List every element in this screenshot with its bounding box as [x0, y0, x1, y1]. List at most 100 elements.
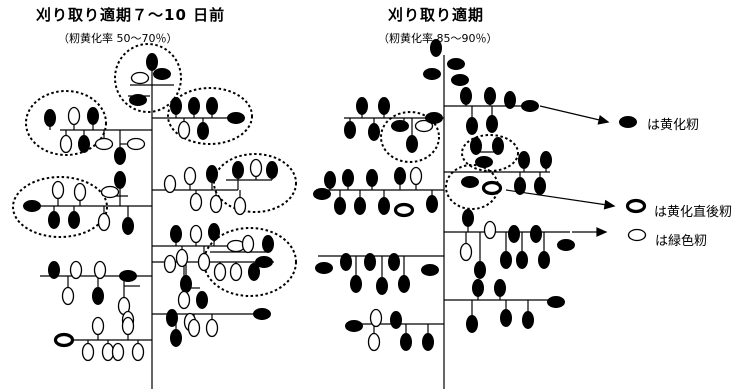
green-grain — [67, 106, 81, 126]
right-panel-title: 刈り取り適期 — [388, 6, 485, 24]
yellowed-grain — [430, 39, 442, 57]
green-grain — [61, 286, 75, 306]
green-grain — [483, 220, 497, 240]
green-grain — [51, 180, 65, 200]
green-grain — [81, 342, 95, 362]
yellowed-grain — [334, 197, 346, 215]
green-grain — [369, 308, 383, 328]
yellowed-grain — [425, 112, 443, 124]
yellowed-grain — [398, 275, 410, 293]
yellowed-grain — [78, 135, 90, 153]
green-grain — [241, 234, 255, 254]
yellowed-grain — [547, 296, 565, 308]
yellowed-grain — [227, 112, 245, 124]
yellowed-grain — [534, 177, 546, 195]
yellowed-grain — [87, 107, 99, 125]
yellowed-grain — [516, 251, 528, 269]
yellowed-grain — [364, 253, 376, 271]
green-grain — [414, 119, 434, 133]
green-grain — [121, 316, 135, 336]
highlight-circle-2 — [167, 87, 253, 145]
right-panel-subtitle: （籾黄化率 85〜90％） — [378, 32, 498, 45]
yellowed-grain — [48, 261, 60, 279]
yellowed-grain — [340, 253, 352, 271]
green-grain — [249, 158, 263, 178]
arrowhead-3 — [596, 227, 608, 237]
yellowed-grain — [530, 225, 542, 243]
yellowed-grain — [262, 235, 274, 253]
green-grain — [94, 137, 114, 151]
green-grain — [175, 248, 189, 268]
yellowed-grain — [196, 291, 208, 309]
just-yellowed-grain — [393, 202, 415, 218]
green-grain — [183, 166, 197, 186]
yellowed-grain — [500, 251, 512, 269]
yellowed-grain — [208, 223, 220, 241]
yellowed-grain — [166, 309, 178, 327]
yellowed-grain — [23, 200, 41, 212]
green-grain — [126, 137, 146, 151]
yellowed-grain — [540, 151, 552, 169]
yellowed-grain — [522, 311, 534, 329]
yellowed-grain — [68, 211, 80, 229]
yellowed-grain — [619, 116, 637, 128]
yellowed-grain — [114, 147, 126, 165]
yellowed-grain — [146, 53, 158, 71]
yellowed-grain — [518, 151, 530, 169]
highlight-circle-3 — [25, 90, 107, 156]
yellowed-grain — [376, 277, 388, 295]
highlight-circle-1 — [114, 43, 182, 113]
yellowed-grain — [342, 169, 354, 187]
green-grain — [409, 166, 423, 186]
green-grain — [177, 290, 191, 310]
yellowed-grain — [462, 209, 474, 227]
green-grain — [93, 260, 107, 280]
green-grain — [163, 174, 177, 194]
yellowed-grain — [492, 137, 504, 155]
yellowed-grain — [350, 275, 362, 293]
green-grain — [100, 185, 120, 199]
left-panel-title: 刈り取り適期７〜10 日前 — [36, 6, 226, 24]
highlight-circle-5 — [12, 176, 108, 238]
highlight-circle-4 — [213, 153, 297, 213]
yellowed-grain — [122, 217, 134, 235]
green-grain — [189, 224, 203, 244]
yellowed-grain — [460, 87, 472, 105]
yellowed-grain — [494, 279, 506, 297]
yellowed-grain — [378, 97, 390, 115]
yellowed-grain — [368, 123, 380, 141]
green-grain — [213, 262, 227, 282]
green-grain — [627, 228, 647, 242]
yellowed-grain — [170, 329, 182, 347]
yellowed-grain — [255, 256, 273, 268]
yellowed-grain — [378, 197, 390, 215]
yellowed-grain — [119, 270, 137, 282]
yellowed-grain — [180, 275, 192, 293]
yellowed-grain — [521, 100, 539, 112]
green-grain — [111, 342, 125, 362]
green-grain — [177, 120, 191, 140]
yellowed-grain — [356, 97, 368, 115]
yellowed-grain — [447, 58, 465, 70]
yellowed-grain — [114, 171, 126, 189]
yellowed-grain — [508, 225, 520, 243]
yellowed-grain — [266, 161, 278, 179]
yellowed-grain — [92, 287, 104, 305]
legend-green-label: は緑色籾 — [655, 234, 708, 249]
green-grain — [91, 316, 105, 336]
yellowed-grain — [248, 263, 260, 281]
yellowed-grain — [153, 68, 171, 80]
yellowed-grain — [451, 74, 469, 86]
yellowed-grain — [354, 197, 366, 215]
legend-yellowed-label: は黄化籾 — [647, 118, 700, 133]
green-grain — [229, 262, 243, 282]
green-grain — [205, 318, 219, 338]
arrowhead-2 — [603, 199, 616, 210]
yellowed-grain — [421, 264, 439, 276]
yellowed-grain — [366, 169, 378, 187]
yellowed-grain — [470, 137, 482, 155]
green-grain — [459, 242, 473, 262]
yellowed-grain — [394, 167, 406, 185]
yellowed-grain — [253, 308, 271, 320]
yellowed-grain — [390, 311, 402, 329]
